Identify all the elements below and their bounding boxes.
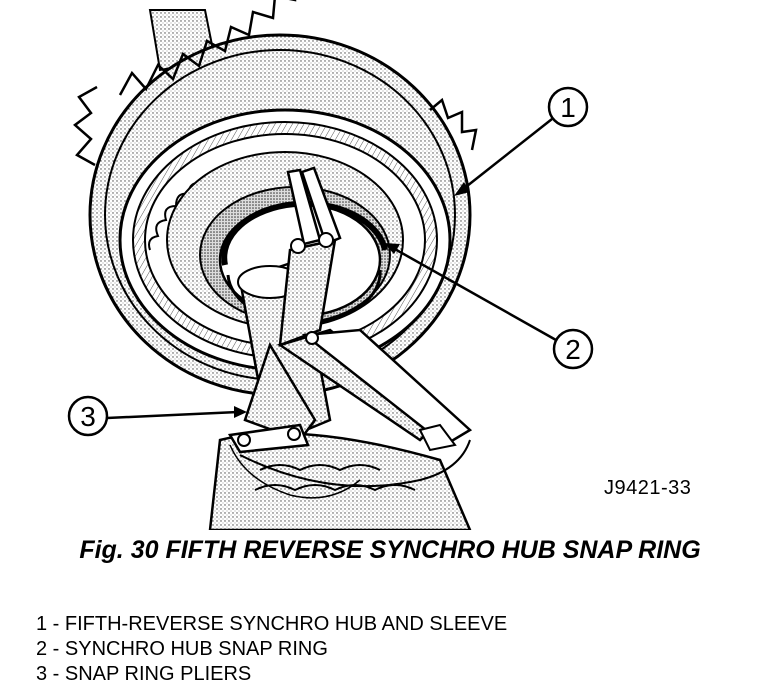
callout-1-number: 1 — [560, 92, 576, 123]
callout-2: 2 — [384, 243, 594, 370]
drawing-id: J9421-33 — [604, 477, 692, 499]
diagram-illustration: 1 2 3 — [67, 0, 594, 530]
legend: 1 - FIFTH-REVERSE SYNCHRO HUB AND SLEEVE… — [36, 612, 507, 687]
callout-3: 3 — [67, 395, 247, 437]
legend-item: 1 - FIFTH-REVERSE SYNCHRO HUB AND SLEEVE — [36, 613, 508, 635]
callout-3-number: 3 — [80, 401, 96, 432]
figure-caption: Fig. 30 FIFTH REVERSE SYNCHRO HUB SNAP R… — [79, 536, 701, 564]
snap-ring-pliers — [227, 166, 473, 499]
callout-1: 1 — [454, 86, 589, 196]
callout-2-number: 2 — [565, 334, 581, 365]
legend-item: 2 - SYNCHRO HUB SNAP RING — [36, 638, 328, 660]
legend-item: 3 - SNAP RING PLIERS — [36, 663, 252, 685]
